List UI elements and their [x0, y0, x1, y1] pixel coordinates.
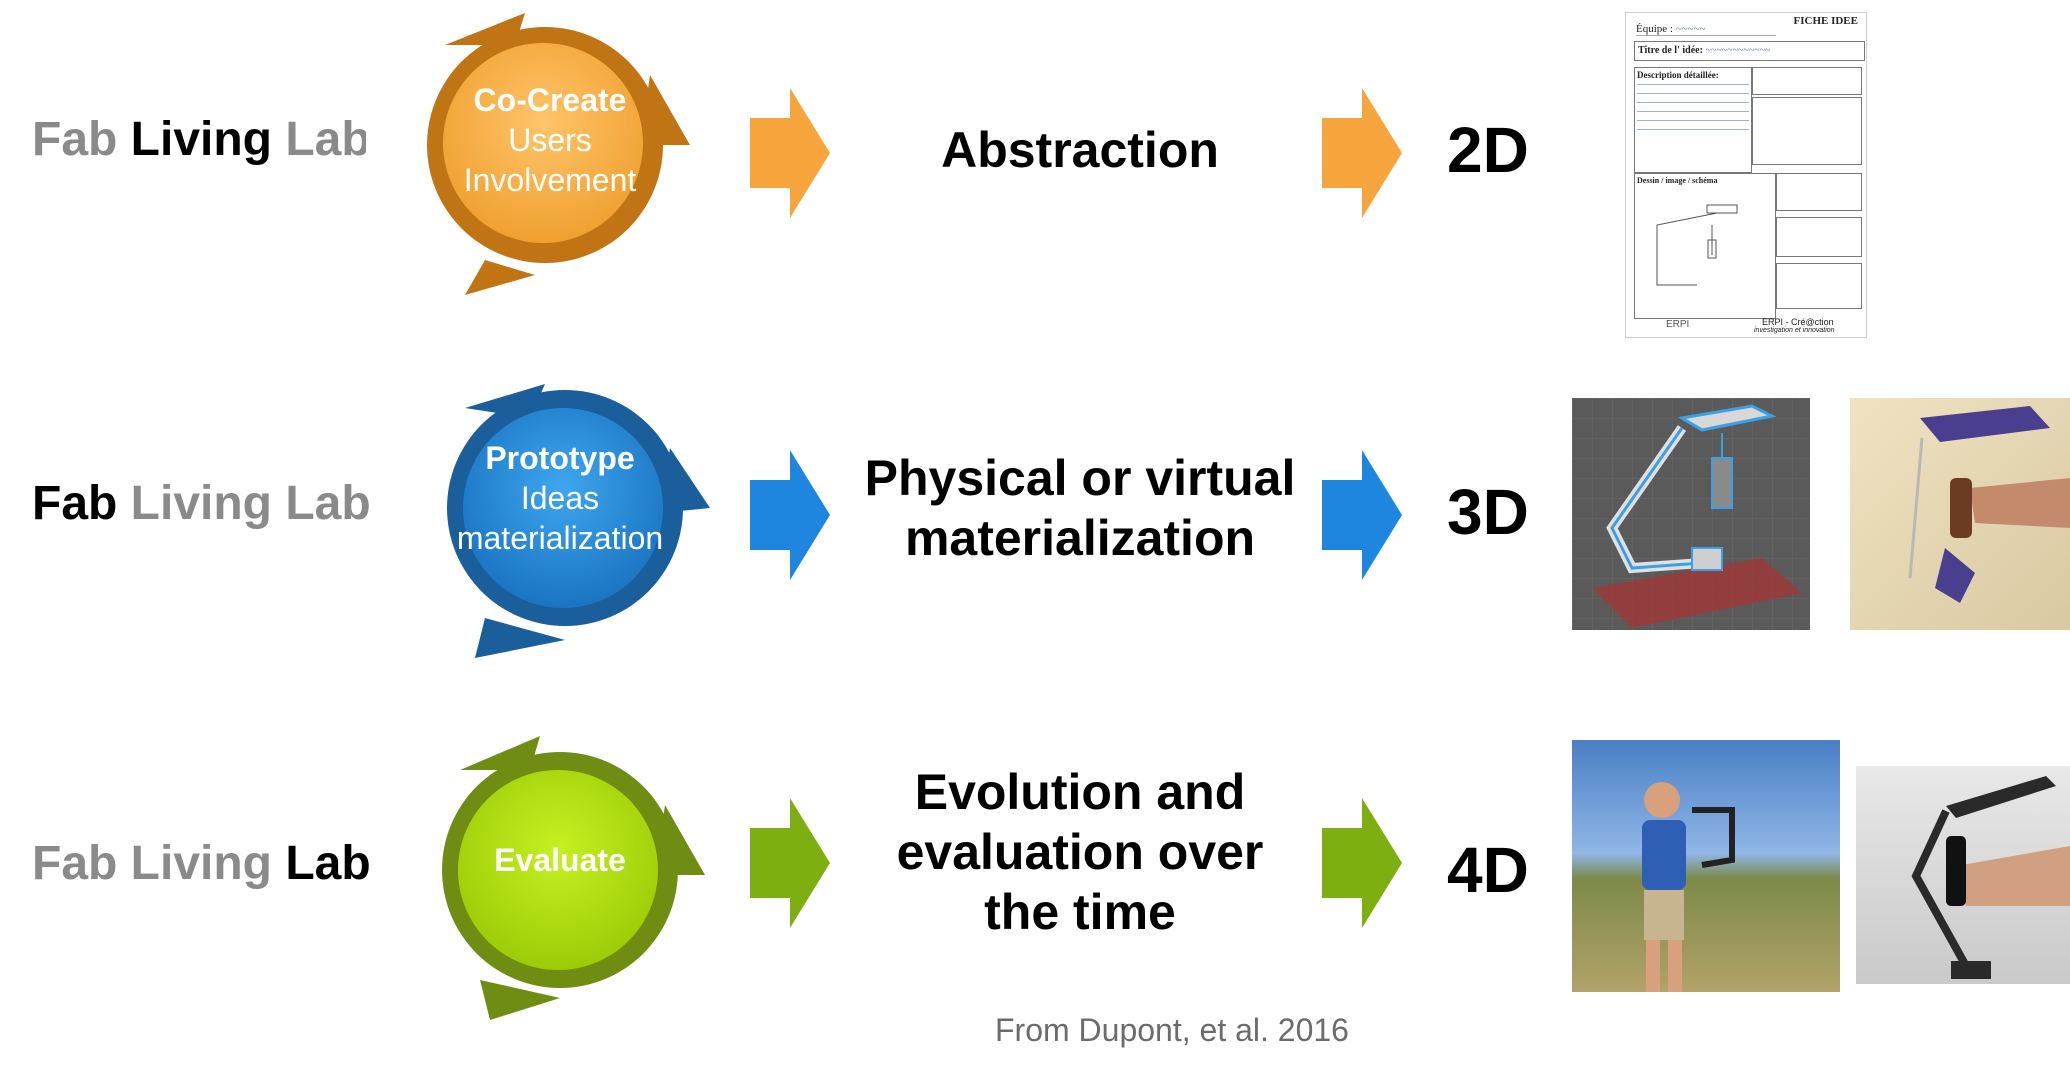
row3-lab: Lab [285, 837, 371, 890]
final-prototype-photo [1856, 766, 2070, 984]
row2-cycle-text: Prototype Ideas materialization [430, 438, 690, 558]
citation-text: From Dupont, et al. 2016 [995, 1012, 1349, 1048]
form-team-field: Équipe : ~~~~~ [1636, 23, 1776, 36]
row3-description-line-1: Evolution and [914, 764, 1246, 820]
form-box-right-2 [1752, 97, 1862, 165]
row1-living: Living [130, 113, 286, 166]
row1-lab: Lab [285, 113, 366, 166]
form-box-right-3 [1776, 173, 1862, 211]
form-description-label: Description détaillée: [1637, 70, 1719, 80]
row2-living: Living [130, 477, 286, 530]
form-drawing-box: Dessin / image / schéma [1634, 173, 1776, 319]
row3-description-line-2: evaluation over [896, 824, 1264, 880]
row3-cycle-icon: Evaluate [420, 730, 710, 1020]
row3-arrow-1-icon [750, 798, 830, 928]
row3-living: Living [130, 837, 286, 890]
row2-description: Physical or virtual materialization [860, 448, 1300, 568]
row3-fab: Fab [32, 837, 131, 890]
row2-description-line-1: Physical or virtual [864, 450, 1296, 506]
row2-cycle-icon: Prototype Ideas materialization [425, 378, 715, 668]
row1-fab-living-lab-label: Fab Living Lab [32, 112, 366, 176]
row3-description-line-3: the time [984, 884, 1176, 940]
row1-cycle-title: Co-Create [473, 82, 627, 118]
row1-cycle-text: Co-Create Users Involvement [425, 80, 675, 200]
blue-cycle-arrows-icon [447, 384, 710, 658]
folding-bracket-prototype-icon [1911, 776, 2070, 979]
sketch-drawing-icon [1656, 204, 1738, 286]
row1-cycle-line-1: Users [508, 122, 592, 158]
row2-cycle-line-1: Ideas [520, 480, 600, 516]
form-footer-org: ERPI - Cré@ction [1762, 317, 1834, 327]
row3-cycle-text: Evaluate [430, 840, 690, 880]
row2-arrow-1-icon [750, 450, 830, 580]
row2-dimension: 3D [1447, 476, 1529, 548]
row3-arrow-2-icon [1322, 798, 1402, 928]
form-box-right-4 [1776, 217, 1862, 257]
row1-fab: Fab [32, 113, 131, 166]
form-erpi-logo: ERPI [1666, 319, 1690, 330]
form-box-right-5 [1776, 263, 1862, 309]
hand-prototype-photo [1850, 398, 2070, 630]
row2-cycle-title: Prototype [485, 440, 635, 476]
hand-holding-prototype-icon [1908, 406, 2070, 603]
form-title-label: Titre de l' idée: [1638, 45, 1703, 56]
row3-cycle-title: Evaluate [494, 842, 626, 878]
row1-arrow-2-icon [1322, 88, 1402, 218]
row2-arrow-2-icon [1322, 450, 1402, 580]
row3-fab-living-lab-label: Fab Living Lab [32, 836, 392, 900]
3d-bracket-model-icon [1572, 398, 1810, 630]
row1-description: Abstraction [860, 120, 1300, 180]
row2-description-line-2: materialization [904, 510, 1256, 566]
orange-cycle-arrows-icon [427, 13, 690, 295]
idea-form-sheet: FICHE IDEE Équipe : ~~~~~ Titre de l' id… [1625, 12, 1867, 338]
row2-fab: Fab [32, 477, 131, 530]
row3-dimension: 4D [1447, 834, 1529, 906]
form-header: FICHE IDEE [1793, 15, 1859, 27]
form-drawing-label: Dessin / image / schéma [1637, 176, 1718, 185]
form-box-right-1 [1752, 67, 1862, 95]
row1-arrow-1-icon [750, 88, 830, 218]
form-team-label: Équipe : [1636, 23, 1673, 35]
row1-dimension: 2D [1447, 114, 1529, 186]
form-description-box: Description détaillée: [1634, 67, 1752, 173]
green-cycle-arrows-icon [442, 736, 705, 1020]
row2-cycle-line-2: materialization [456, 520, 664, 556]
row3-description: Evolution and evaluation over the time [860, 762, 1300, 942]
row1-cycle-icon: Co-Create Users Involvement [405, 5, 695, 295]
form-footer-sub: investigation et innovation [1754, 327, 1835, 334]
row2-fab-living-lab-label: Fab Living Lab [32, 476, 392, 540]
3d-model-render-image [1572, 398, 1810, 630]
row1-cycle-line-2: Involvement [463, 162, 637, 198]
person-in-field-icon [1642, 782, 1735, 992]
row1-description-line-1: Abstraction [941, 122, 1219, 178]
form-title-box: Titre de l' idée: ~~~~~~~~~~~~ [1634, 41, 1865, 61]
field-test-photo [1572, 740, 1840, 992]
row2-lab: Lab [285, 477, 371, 530]
